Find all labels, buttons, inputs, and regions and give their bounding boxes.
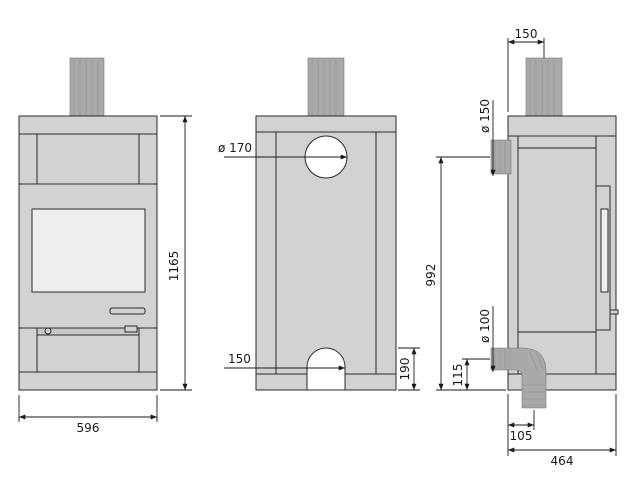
front-door-handle (109, 307, 146, 315)
back-inlet-width-label: 150 (228, 352, 251, 366)
back-view: ø 170 150 190 (218, 57, 420, 391)
front-lower-panel (36, 334, 140, 373)
back-chimney-pipe (307, 57, 345, 117)
side-air-diameter-label: ø 100 (478, 309, 492, 343)
side-depth-label: 464 (551, 454, 574, 468)
front-height-label: 1165 (167, 251, 181, 282)
back-air-inlet (306, 347, 346, 391)
front-upper-panel (36, 133, 140, 185)
back-inlet-height-label: 190 (398, 358, 412, 381)
side-panel (517, 135, 597, 375)
front-air-lever (124, 325, 138, 333)
side-air-height-label: 115 (451, 364, 465, 387)
side-top-offset-label: 150 (515, 27, 538, 41)
side-air-inlet-pipe (490, 347, 547, 409)
side-view: 150 ø 150 992 ø 100 115 105 464 (424, 27, 619, 468)
front-air-knob (44, 327, 52, 335)
side-air-offset-label: 105 (510, 429, 533, 443)
side-rear-flue-pipe (490, 139, 512, 175)
front-view: 596 1165 (18, 57, 192, 435)
front-width-label: 596 (77, 421, 100, 435)
back-outlet-label: ø 170 (218, 141, 252, 155)
front-chimney-pipe (69, 57, 105, 117)
front-glass (31, 208, 146, 293)
side-flue-diameter-label: ø 150 (478, 99, 492, 133)
side-flue-height-label: 992 (424, 264, 438, 287)
